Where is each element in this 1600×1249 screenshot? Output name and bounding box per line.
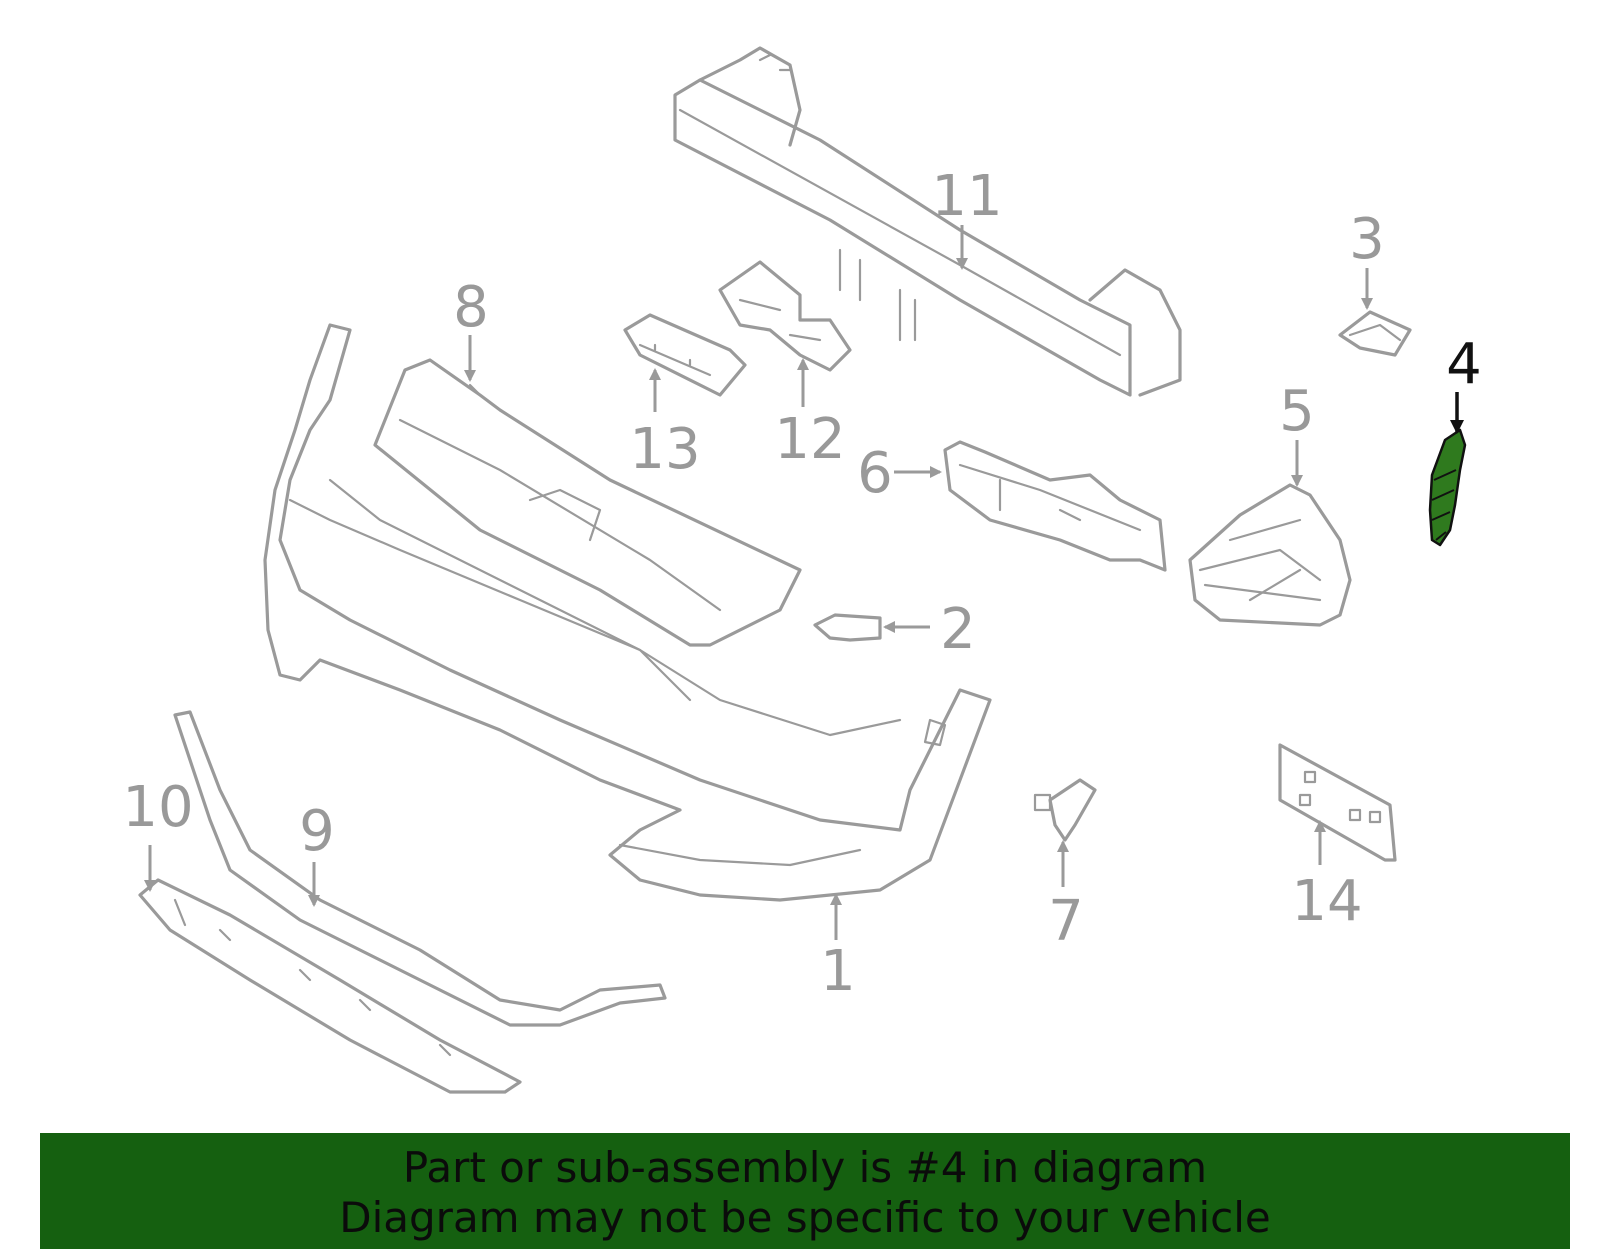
callout-9: 9 (299, 799, 335, 864)
callout-5: 5 (1279, 379, 1315, 444)
part-7-side-marker (1033, 778, 1097, 842)
callout-8: 8 (453, 275, 489, 340)
callout-10: 10 (122, 775, 193, 840)
callout-11: 11 (931, 164, 1002, 229)
part-14-license-bracket (1278, 743, 1397, 862)
part-10-lower-spoiler (138, 878, 522, 1094)
part-12-bracket (718, 260, 852, 372)
callout-14: 14 (1291, 869, 1362, 934)
part-5-fog-lamp-bezel (1188, 483, 1352, 627)
callout-1: 1 (820, 939, 856, 1004)
part-13-bracket (623, 313, 747, 397)
info-banner: Part or sub-assembly is #4 in diagram Di… (40, 1133, 1570, 1249)
part-6-absorber (943, 440, 1167, 572)
banner-line-part-info: Part or sub-assembly is #4 in diagram (402, 1143, 1208, 1192)
part-11-reinforcement-beam (673, 46, 1182, 397)
part-1-bumper-cover (263, 323, 992, 902)
callout-6: 6 (857, 441, 893, 506)
callout-4-highlighted: 4 (1446, 332, 1482, 397)
callout-7: 7 (1048, 889, 1084, 954)
callout-13: 13 (629, 417, 700, 482)
callout-2: 2 (940, 597, 976, 662)
part-3-bracket (1338, 310, 1412, 357)
callout-3: 3 (1349, 207, 1385, 272)
part-2-clip (813, 613, 882, 642)
callout-12: 12 (774, 407, 845, 472)
part-4-highlighted-bracket (1428, 428, 1467, 547)
part-8-upper-grille (373, 358, 802, 647)
part-9-lower-trim (173, 710, 667, 1027)
banner-line-disclaimer: Diagram may not be specific to your vehi… (339, 1193, 1271, 1242)
